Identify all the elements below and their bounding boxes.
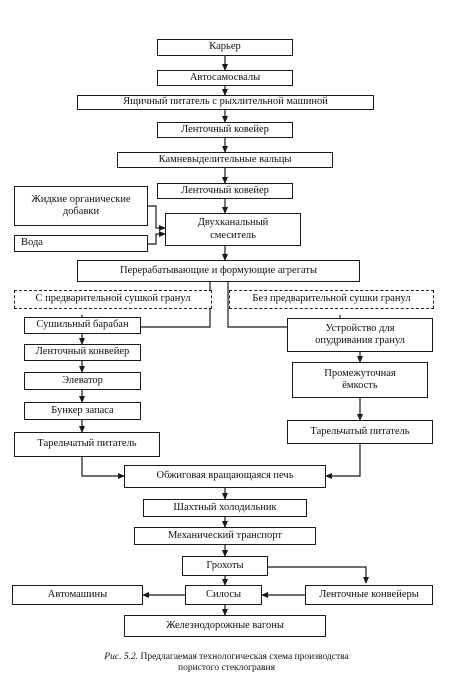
trucks-box: Автомашины bbox=[12, 585, 143, 605]
water-box: Вода bbox=[14, 235, 148, 252]
belt-conveyor-2-box: Ленточный ковейер bbox=[157, 183, 293, 199]
twin-mixer-box: Двухканальный смеситель bbox=[165, 213, 301, 246]
belt-conveyor-3-box: Ленточный конвейер bbox=[24, 344, 141, 361]
dusting-device-box: Устройство для опудривания гранул bbox=[287, 318, 433, 352]
stone-rollers-box: Камневыделительные вальцы bbox=[117, 152, 333, 168]
arrow-water-mixer bbox=[148, 231, 166, 245]
screens-box: Грохоты bbox=[182, 556, 268, 576]
drying-drum-box: Сушильный барабан bbox=[24, 317, 141, 334]
plate-feeder-right-box: Тарельчатый питатель bbox=[287, 420, 433, 444]
liquid-additives-box: Жидкие органические добавки bbox=[14, 186, 148, 226]
arrow-screens-conveyors bbox=[268, 566, 369, 584]
kiln-box: Обжиговая вращающаяся печь bbox=[124, 465, 326, 488]
silos-box: Силосы bbox=[185, 585, 262, 605]
dump-trucks-box: Автосамосвалы bbox=[157, 70, 293, 86]
plate-feeder-left-box: Тарельчатый питатель bbox=[14, 432, 160, 457]
caption-line-1: Предлагаемая технологическая схема произ… bbox=[140, 652, 349, 662]
elevator-box: Элеватор bbox=[24, 372, 141, 390]
intermediate-tank-box: Промежуточная ёмкость bbox=[292, 362, 428, 398]
belt-conveyors-box: Ленточные конвейеры bbox=[305, 585, 433, 605]
line-left-feeder-kiln bbox=[81, 457, 125, 479]
forming-units-box: Перерабатывающие и формующие агрегаты bbox=[77, 260, 360, 282]
without-drying-box: Без предварительной сушки гранул bbox=[229, 290, 434, 309]
with-drying-box: С предварительной сушкой гранул bbox=[14, 290, 212, 309]
arrow-additives-mixer bbox=[148, 205, 166, 231]
line-right-feeder-kiln bbox=[325, 444, 361, 479]
box-feeder-box: Ящичный питатель с рыхлительной машиной bbox=[77, 95, 374, 110]
figure-label: Рис. 5.2. bbox=[104, 652, 139, 662]
reserve-bunker-box: Бункер запаса bbox=[24, 402, 141, 420]
belt-conveyor-1-box: Ленточный ковейер bbox=[157, 122, 293, 138]
quarry-box: Карьер bbox=[157, 39, 293, 56]
caption-line-2: пористого стеклогравия bbox=[178, 663, 275, 674]
mech-transport-box: Механический транспорт bbox=[134, 527, 316, 545]
railcars-box: Железнодорожные вагоны bbox=[124, 615, 326, 637]
figure-caption: Рис. 5.2. Предлагаемая технологическая с… bbox=[0, 652, 453, 675]
shaft-cooler-box: Шахтный холодильник bbox=[143, 499, 307, 517]
